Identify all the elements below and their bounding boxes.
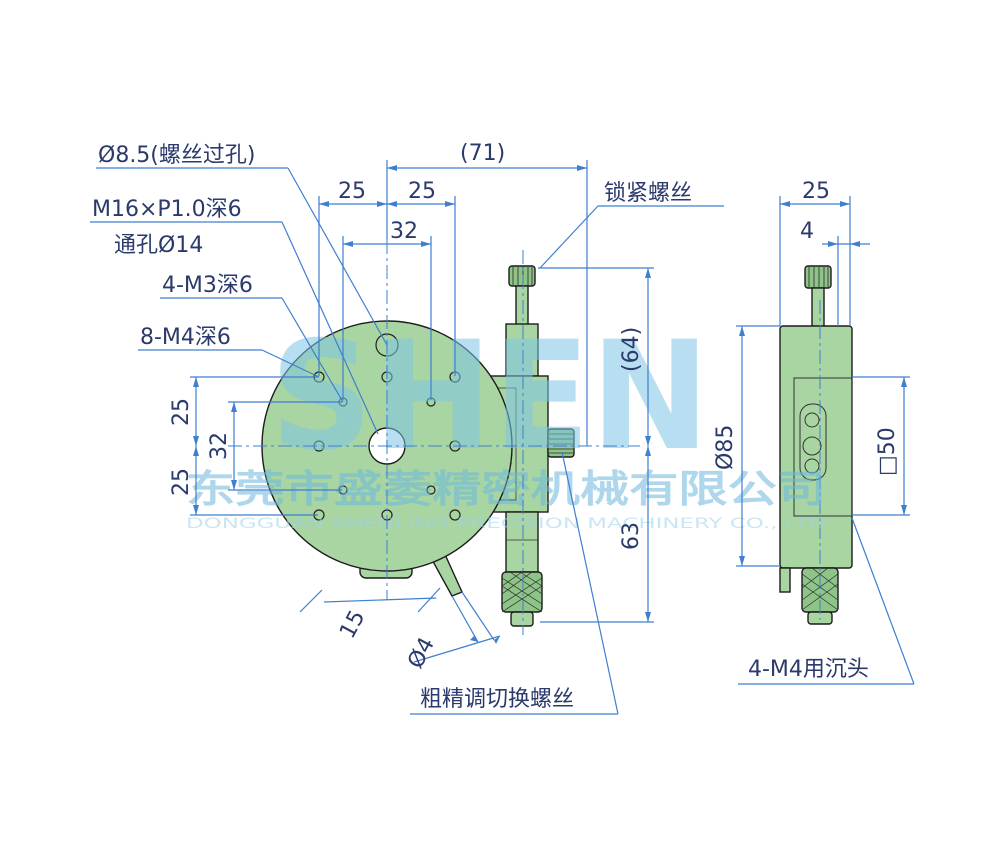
dim-25-left-bottom: 25 [169, 468, 194, 496]
dim-d4: Ø4 [403, 633, 440, 672]
dim-25-top-right: 25 [408, 179, 436, 204]
watermark-big-letters: SHEN [270, 310, 710, 484]
callout-center-bore: 通孔Ø14 [114, 233, 203, 258]
callout-coarse-fine-screw: 粗精调切换螺丝 [420, 687, 574, 712]
watermark-company-cn: 东莞市盛萎精密机械有限公司 [186, 467, 826, 511]
dim-side-d85: Ø85 [713, 425, 738, 470]
callout-counterbore: 4-M4用沉头 [748, 657, 869, 682]
dim-25-left-top: 25 [169, 398, 194, 426]
callout-m3-holes: 4-M3深6 [162, 273, 253, 298]
dim-63: 63 [619, 522, 644, 550]
callout-labels: Ø8.5(螺丝过孔) M16×P1.0深6 通孔Ø14 4-M3深6 8-M4深… [92, 143, 869, 712]
dim-71: (71) [460, 141, 505, 166]
dim-32-top: 32 [390, 219, 418, 244]
dim-25-top-left: 25 [338, 179, 366, 204]
leader-lines [90, 167, 915, 715]
watermark-company-en: DONGGUAN SHENLING PRECISION MACHINERY CO… [186, 516, 826, 532]
watermark: SHEN 东莞市盛萎精密机械有限公司 DONGGUAN SHENLING PRE… [186, 310, 826, 532]
dim-side-25: 25 [802, 179, 830, 204]
center-lines [228, 240, 640, 635]
dimension-lines [190, 160, 910, 663]
upper-block [505, 323, 539, 377]
callout-center-thread: M16×P1.0深6 [92, 197, 242, 222]
dim-side-sq50: □50 [875, 427, 900, 476]
side-view [779, 265, 853, 625]
callout-lock-screw: 锁紧螺丝 [604, 181, 692, 206]
micrometer-thimble [501, 571, 543, 613]
dim-32-left: 32 [207, 432, 232, 460]
lock-screw-knob-side [547, 428, 575, 458]
callout-m4-holes: 8-M4深6 [140, 325, 231, 350]
dim-15: 15 [335, 606, 370, 642]
dim-side-4: 4 [800, 219, 814, 244]
callout-through-hole: Ø8.5(螺丝过孔) [98, 143, 255, 168]
micrometer-barrel [505, 511, 539, 573]
dim-64: (64) [619, 327, 644, 372]
